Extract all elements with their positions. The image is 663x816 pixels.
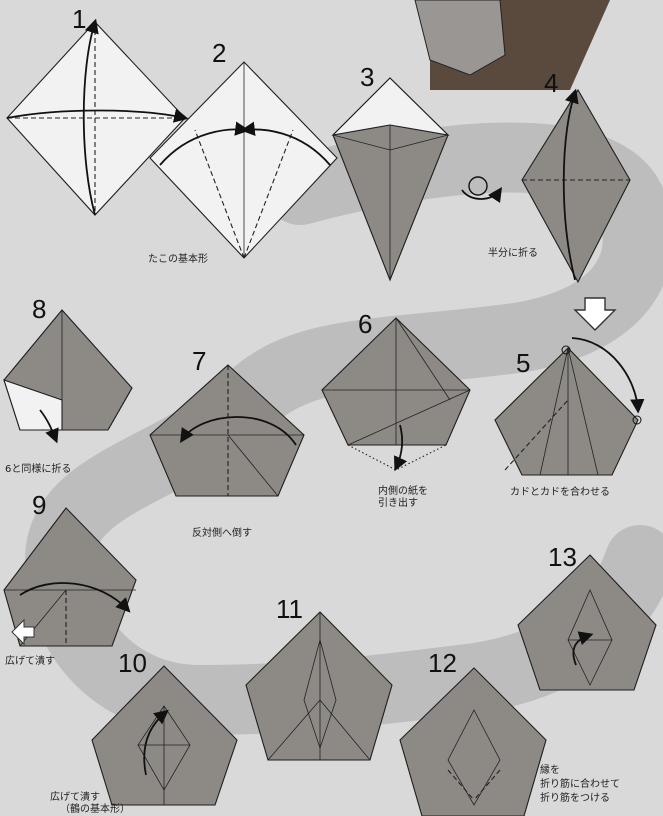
step-6-caption-line-2: 引き出す	[378, 496, 418, 509]
step-10-number: 10	[118, 648, 147, 678]
step-2-number: 2	[212, 38, 226, 68]
step-13-number: 13	[548, 542, 577, 572]
step-13-caption-line-3: 折り筋をつける	[540, 791, 610, 804]
step-7-number: 7	[192, 346, 206, 376]
step-8-number: 8	[32, 294, 46, 324]
step-6-number: 6	[358, 309, 372, 339]
step-7-caption: 反対側へ倒す	[192, 526, 252, 539]
step-13-caption-line-1: 縁を	[540, 763, 560, 776]
step-3-number: 3	[360, 62, 374, 92]
step-13-caption-line-2: 折り筋に合わせて	[540, 777, 620, 790]
step-12-number: 12	[428, 648, 457, 678]
step-5-number: 5	[516, 348, 530, 378]
step-4-caption: 半分に折る	[488, 246, 538, 259]
step-4-number: 4	[544, 68, 558, 98]
step-5: 5 カドとカドを合わせる	[495, 338, 641, 498]
step-10-caption-line-1: 広げて潰す	[50, 790, 100, 803]
step-2: 2 たこの基本形	[148, 38, 337, 265]
step-5-caption: カドとカドを合わせる	[510, 485, 610, 498]
step-1: 1	[7, 4, 185, 215]
step-10-caption-line-2: （鶴の基本形）	[60, 802, 130, 815]
step-2-caption: たこの基本形	[148, 252, 208, 265]
step-9-number: 9	[32, 490, 46, 520]
step-1-number: 1	[72, 4, 86, 34]
step-6-caption-line-1: 内側の紙を	[378, 484, 428, 497]
step-9-caption: 広げて潰す	[5, 654, 55, 667]
step-11-number: 11	[276, 594, 303, 624]
step-8-caption: 6と同様に折る	[5, 462, 71, 475]
step-11: 11	[246, 594, 392, 760]
step-3: 3	[333, 62, 448, 280]
